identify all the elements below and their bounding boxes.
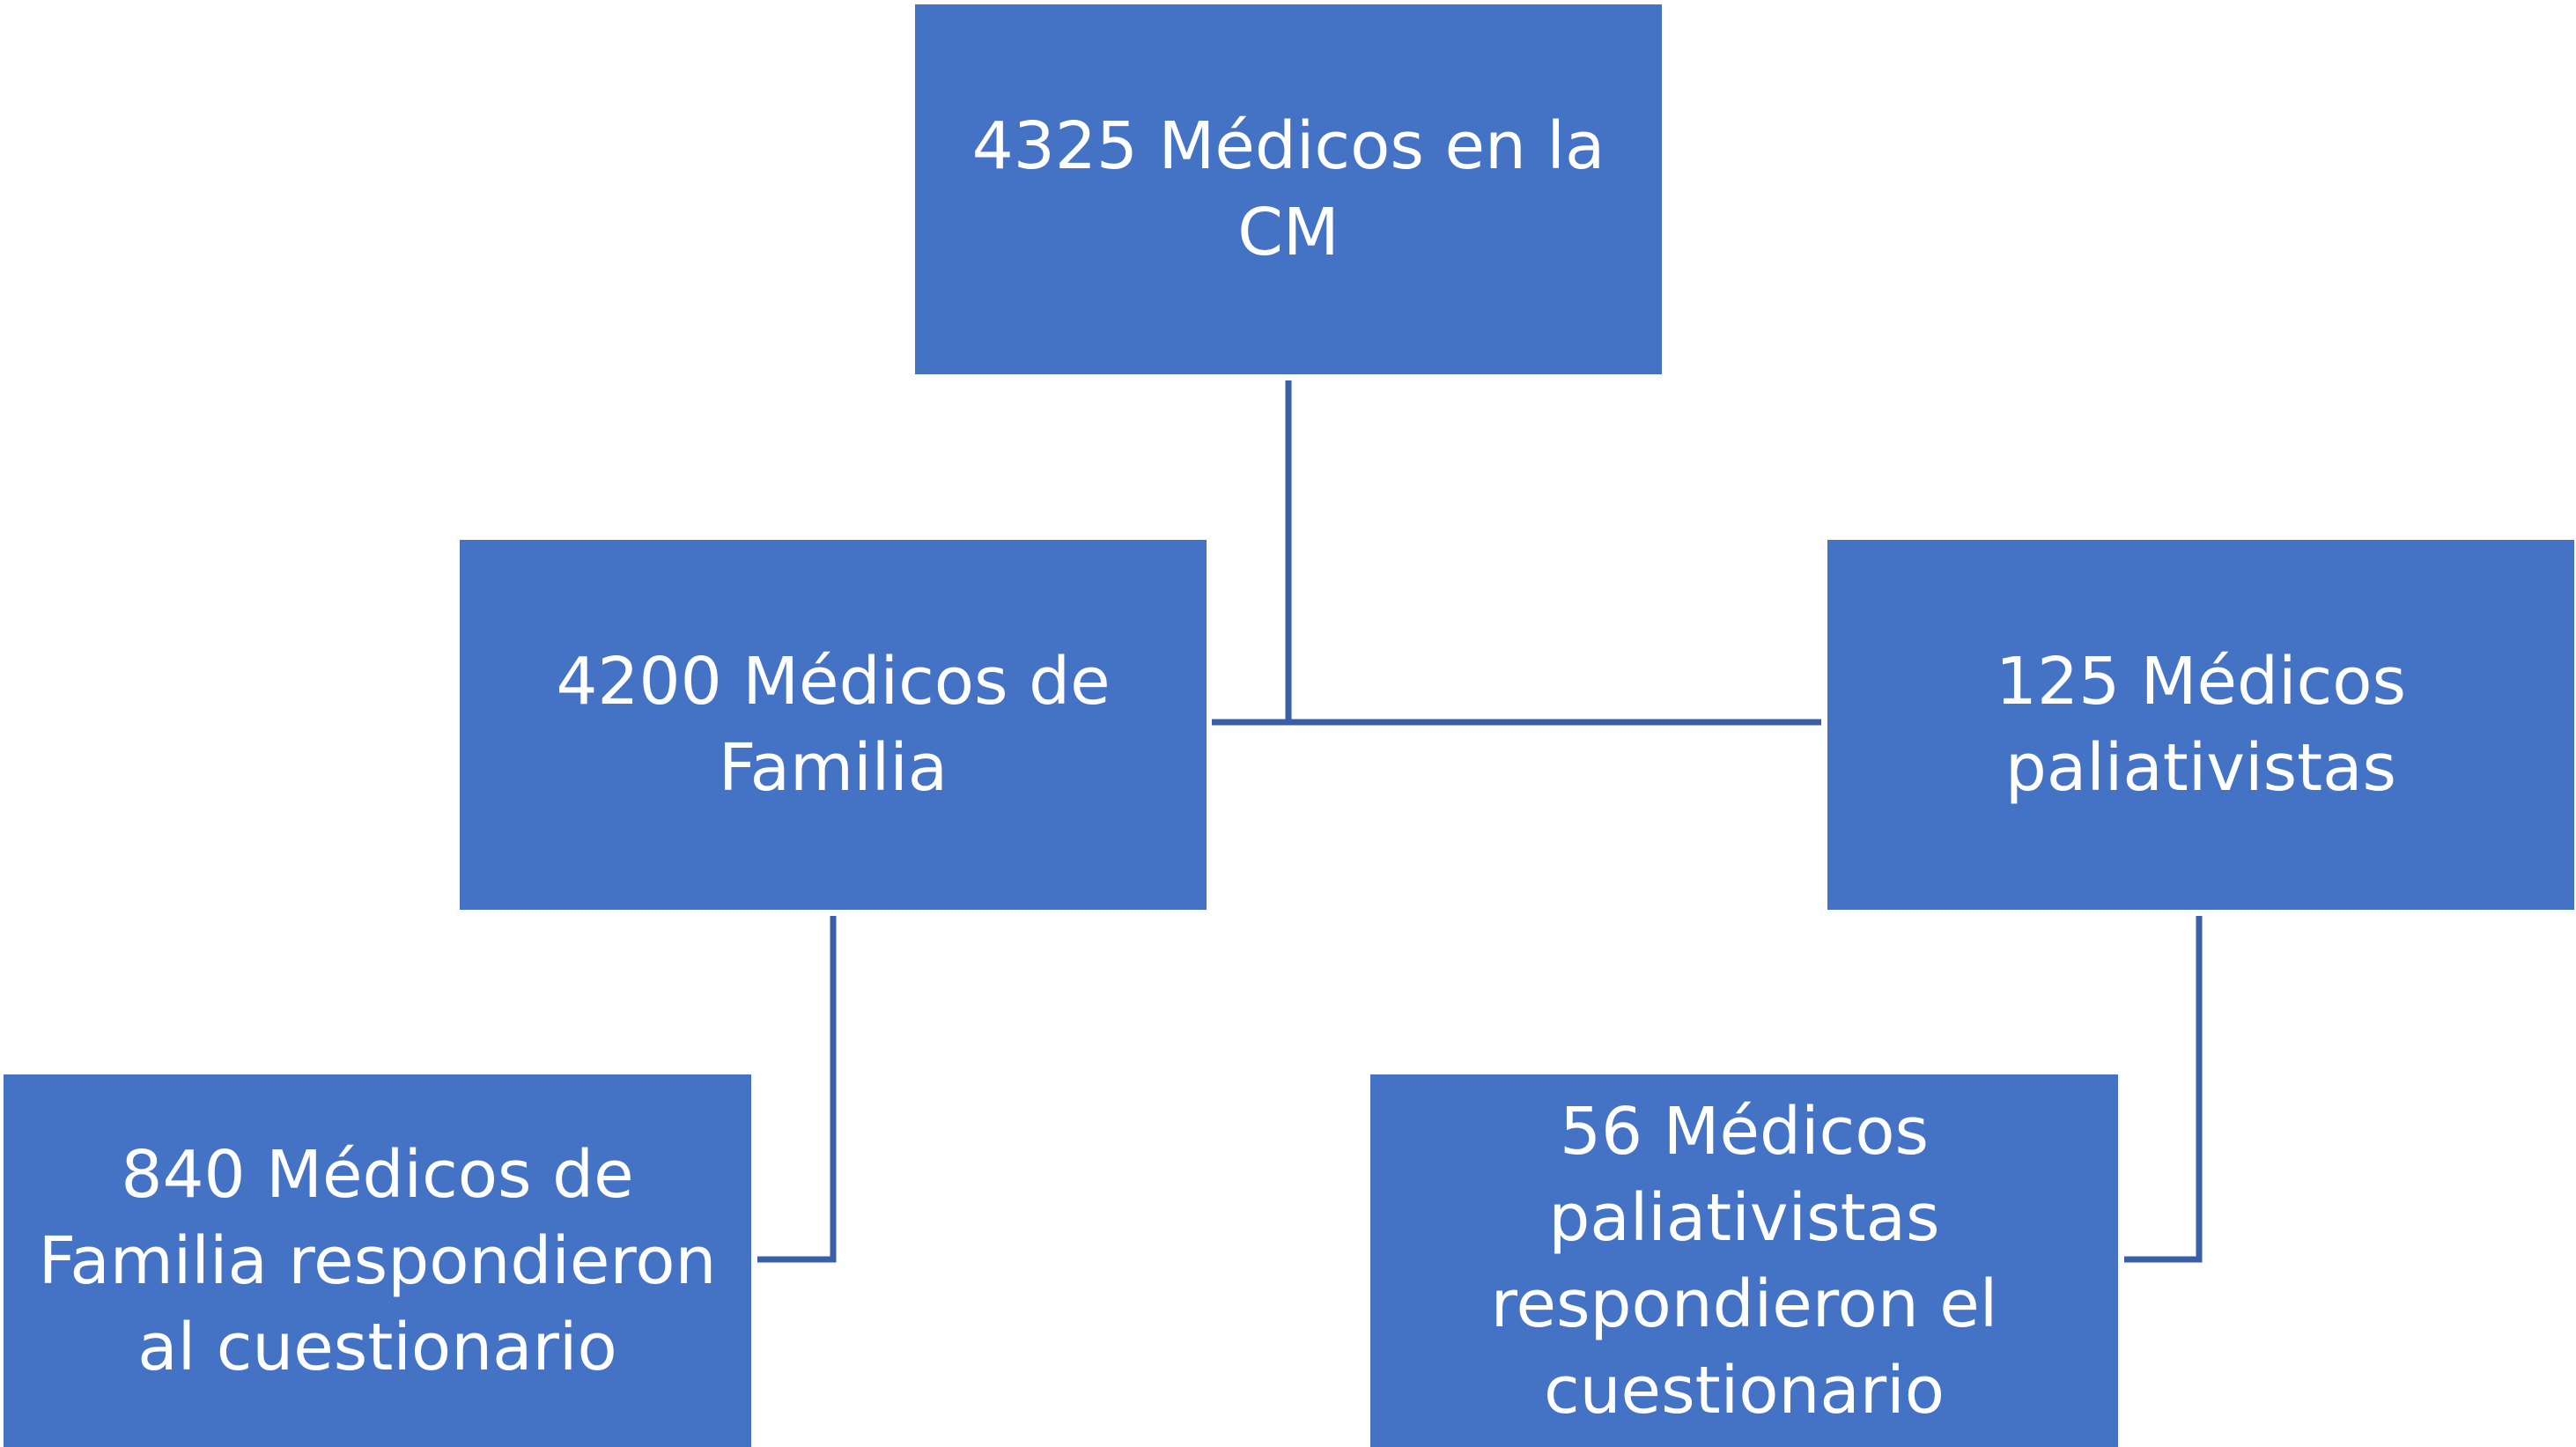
node-total-doctors-label: 4325 Médicos en la CM [971,108,1605,270]
connector-left-to-bottom-left [757,916,837,1263]
node-palliative-doctors: 125 Médicos paliativistas [1827,540,2574,910]
node-palliative-doctors-label: 125 Médicos paliativistas [1995,644,2407,806]
node-family-respondents-label: 840 Médicos de Familia respondieron al c… [38,1136,717,1385]
connector-top-to-middle [1212,380,1821,726]
node-family-doctors: 4200 Médicos de Familia [460,540,1207,910]
node-palliative-respondents-label: 56 Médicos paliativistas respondieron el… [1490,1093,1998,1429]
connector-right-to-bottom-right [2124,916,2203,1263]
node-total-doctors: 4325 Médicos en la CM [915,4,1662,374]
node-family-doctors-label: 4200 Médicos de Familia [556,644,1111,806]
node-family-respondents: 840 Médicos de Familia respondieron al c… [4,1074,751,1447]
node-palliative-respondents: 56 Médicos paliativistas respondieron el… [1370,1074,2118,1447]
